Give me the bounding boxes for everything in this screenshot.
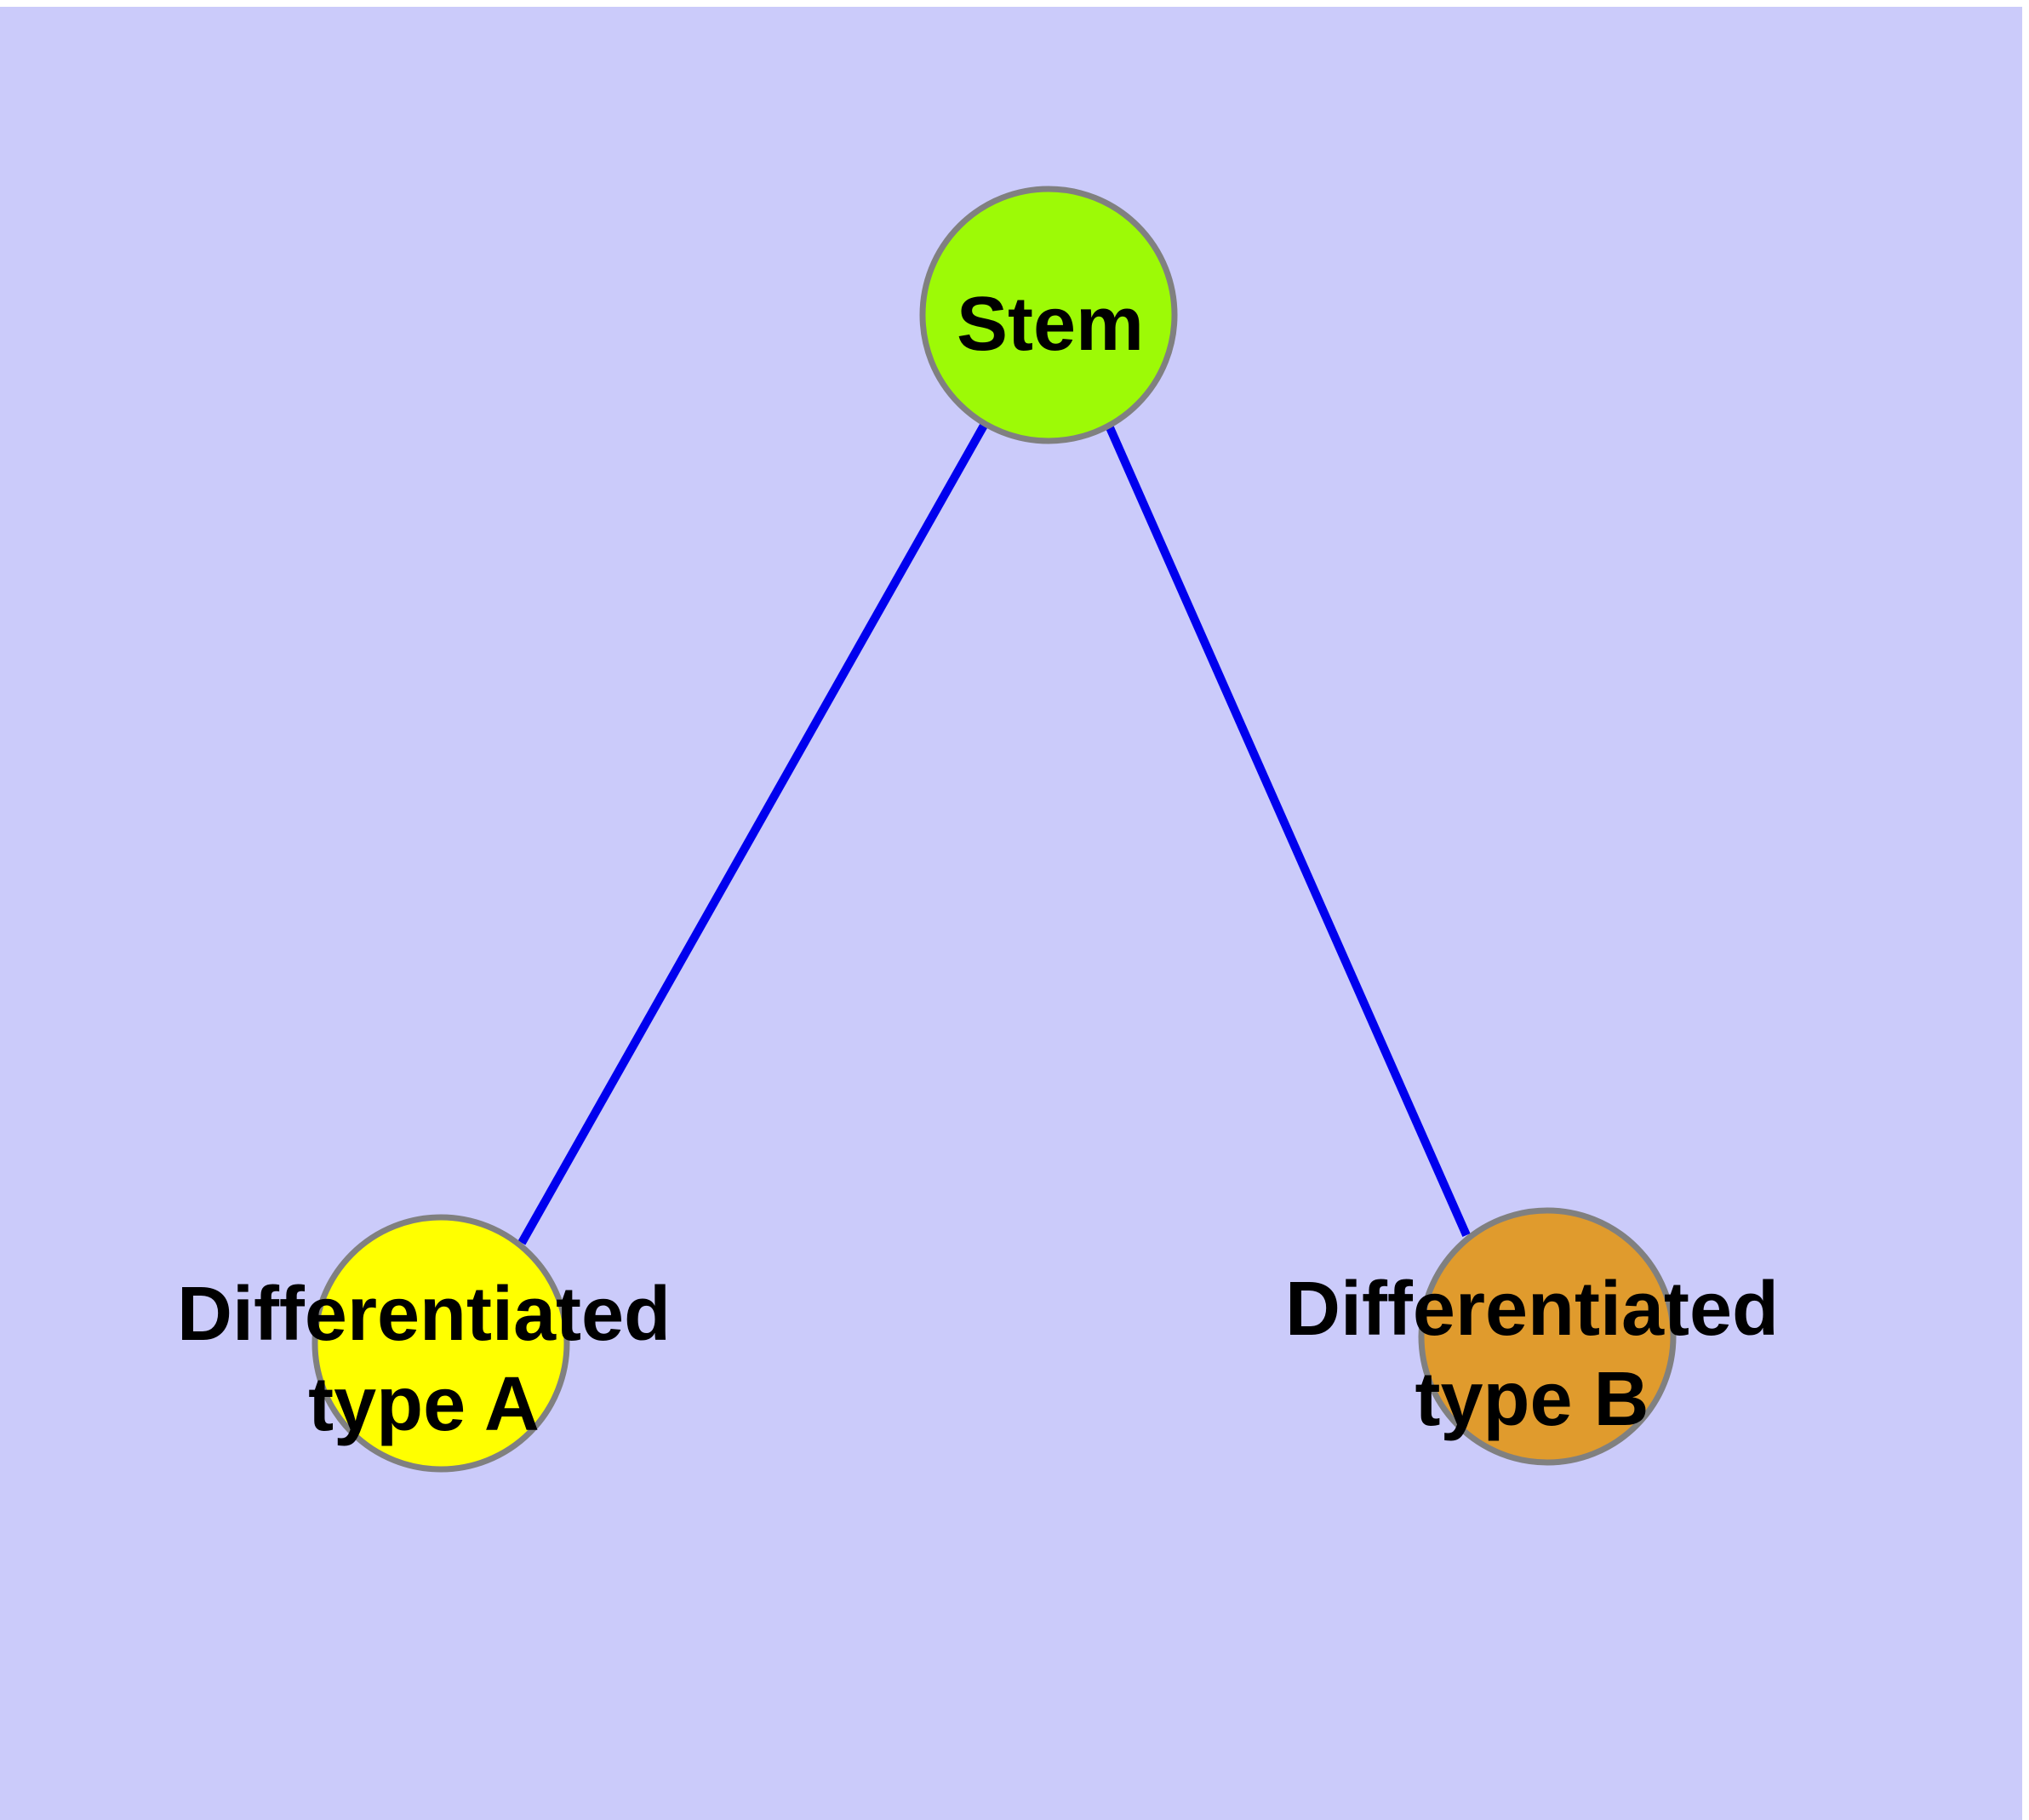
differentiated-type-b-node-group[interactable]: Differentiated type B	[1285, 1207, 1779, 1466]
stem-node-group[interactable]: Stem	[919, 186, 1178, 444]
edge-layer	[517, 421, 1471, 1245]
differentiated-type-a-node-group[interactable]: Differentiated type A	[177, 1214, 671, 1473]
node-layer: Stem Differentiated type A Differentiate…	[177, 186, 1779, 1473]
edge-stem-to-type-a[interactable]	[517, 421, 989, 1245]
stem-node-circle[interactable]	[919, 186, 1178, 444]
differentiated-type-a-label-line1: Differentiated	[177, 1272, 671, 1357]
differentiated-type-a-label-line2: type A	[308, 1362, 540, 1447]
stem-node-label: Stem	[957, 282, 1144, 367]
differentiated-type-a-node-circle[interactable]	[311, 1214, 570, 1473]
differentiated-type-b-label-line1: Differentiated	[1285, 1267, 1779, 1352]
edge-stem-to-type-b[interactable]	[1105, 423, 1471, 1238]
differentiated-type-b-label-line2: type B	[1415, 1357, 1649, 1442]
differentiated-type-b-node-circle[interactable]	[1418, 1207, 1677, 1466]
